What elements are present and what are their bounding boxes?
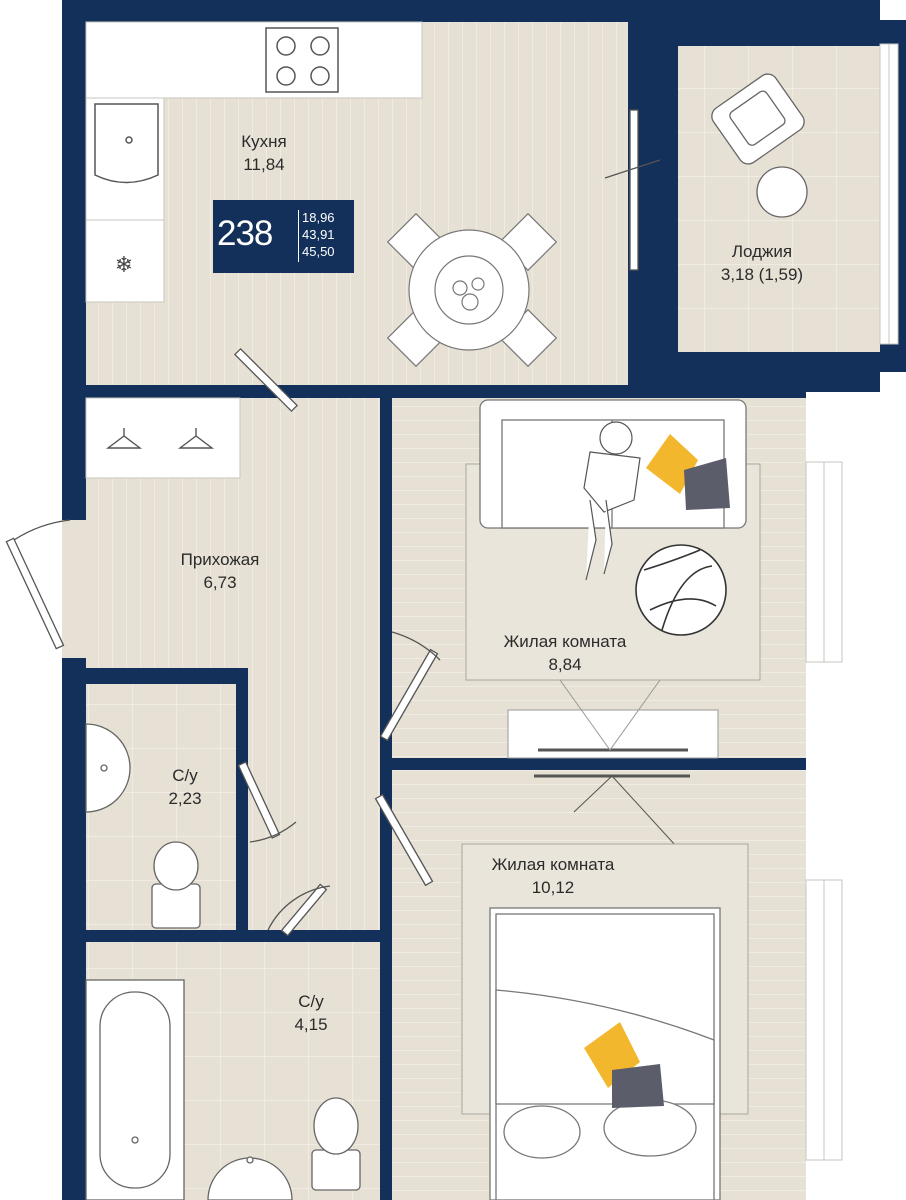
loggia-label: Лоджия 3,18 (1,59) xyxy=(692,240,832,286)
washbasin-icon xyxy=(85,723,131,813)
toilet-icon xyxy=(311,1097,361,1191)
room-area: 10,12 xyxy=(531,878,575,897)
area-no-balcony: 43,91 xyxy=(302,227,335,242)
stove-icon xyxy=(265,27,339,93)
room-name: Кухня xyxy=(241,132,287,151)
room-area: 4,15 xyxy=(294,1015,328,1034)
wall-kitchen-hall xyxy=(86,385,250,398)
living-room-2-label: Жилая комната 10,12 xyxy=(468,853,638,899)
bathroom-2-label: С/у 4,15 xyxy=(276,990,346,1036)
apartment-badge: 238 18,96 43,91 45,50 xyxy=(213,200,354,273)
wardrobe-icon xyxy=(85,397,241,479)
sink-icon xyxy=(94,103,159,184)
wall-bath1-right xyxy=(236,684,248,742)
wall-living-living xyxy=(392,758,806,770)
total-area: 45,50 xyxy=(302,244,335,259)
room-area: 2,23 xyxy=(168,789,202,808)
washbasin-icon xyxy=(207,1156,293,1200)
kitchen-label: Кухня 11,84 xyxy=(214,130,314,176)
wall-hall-bath xyxy=(380,902,392,1200)
room-name: Жилая комната xyxy=(503,632,627,651)
armchair-icon xyxy=(711,73,808,218)
tv-icon xyxy=(534,774,690,847)
room-name: С/у xyxy=(172,766,198,785)
entrance-opening xyxy=(62,520,86,658)
room-area: 3,18 (1,59) xyxy=(720,265,804,284)
room-name: Прихожая xyxy=(180,550,260,569)
bathtub-icon xyxy=(85,979,185,1200)
apartment-number: 238 xyxy=(217,214,273,253)
wall-hall-living xyxy=(380,398,392,630)
pillow-gray-icon xyxy=(612,1064,664,1108)
door xyxy=(5,109,661,937)
hallway-label: Прихожая 6,73 xyxy=(160,548,280,594)
kitchen-counter xyxy=(85,21,423,303)
toilet-icon xyxy=(151,841,201,929)
svg-text:❄: ❄ xyxy=(115,253,133,278)
dining-table-icon xyxy=(386,212,558,368)
wall-bath1-top xyxy=(62,668,248,684)
apartment-areas: 18,96 43,91 45,50 xyxy=(302,209,335,260)
wall-bath-bath-2 xyxy=(362,930,380,942)
person-icon xyxy=(583,421,641,581)
tv-stand-icon xyxy=(507,679,719,759)
bathroom-1-label: С/у 2,23 xyxy=(150,764,220,810)
coffee-table-icon xyxy=(635,544,727,636)
living-room-1-label: Жилая комната 8,84 xyxy=(480,630,650,676)
wall-kitchen-loggia-2 xyxy=(628,270,678,385)
badge-divider xyxy=(298,210,299,262)
window xyxy=(805,43,899,1161)
room-area: 6,73 xyxy=(203,573,237,592)
room-area: 11,84 xyxy=(243,155,285,174)
living-area: 18,96 xyxy=(302,210,335,225)
hallway-floor-lower xyxy=(248,668,380,930)
pillow-gray-icon xyxy=(684,458,730,510)
room-area: 8,84 xyxy=(548,655,582,674)
wall-hall-living-2 xyxy=(380,742,392,790)
room-name: С/у xyxy=(298,992,324,1011)
fridge-icon: ❄ xyxy=(86,219,164,278)
wall-bath-bath xyxy=(86,930,268,942)
wall-kitchen-loggia xyxy=(628,22,678,106)
wall-kitchen-hall-2 xyxy=(360,385,806,398)
wall-bath1-right-2 xyxy=(236,842,248,930)
room-name: Жилая комната xyxy=(491,855,615,874)
room-name: Лоджия xyxy=(731,242,793,261)
